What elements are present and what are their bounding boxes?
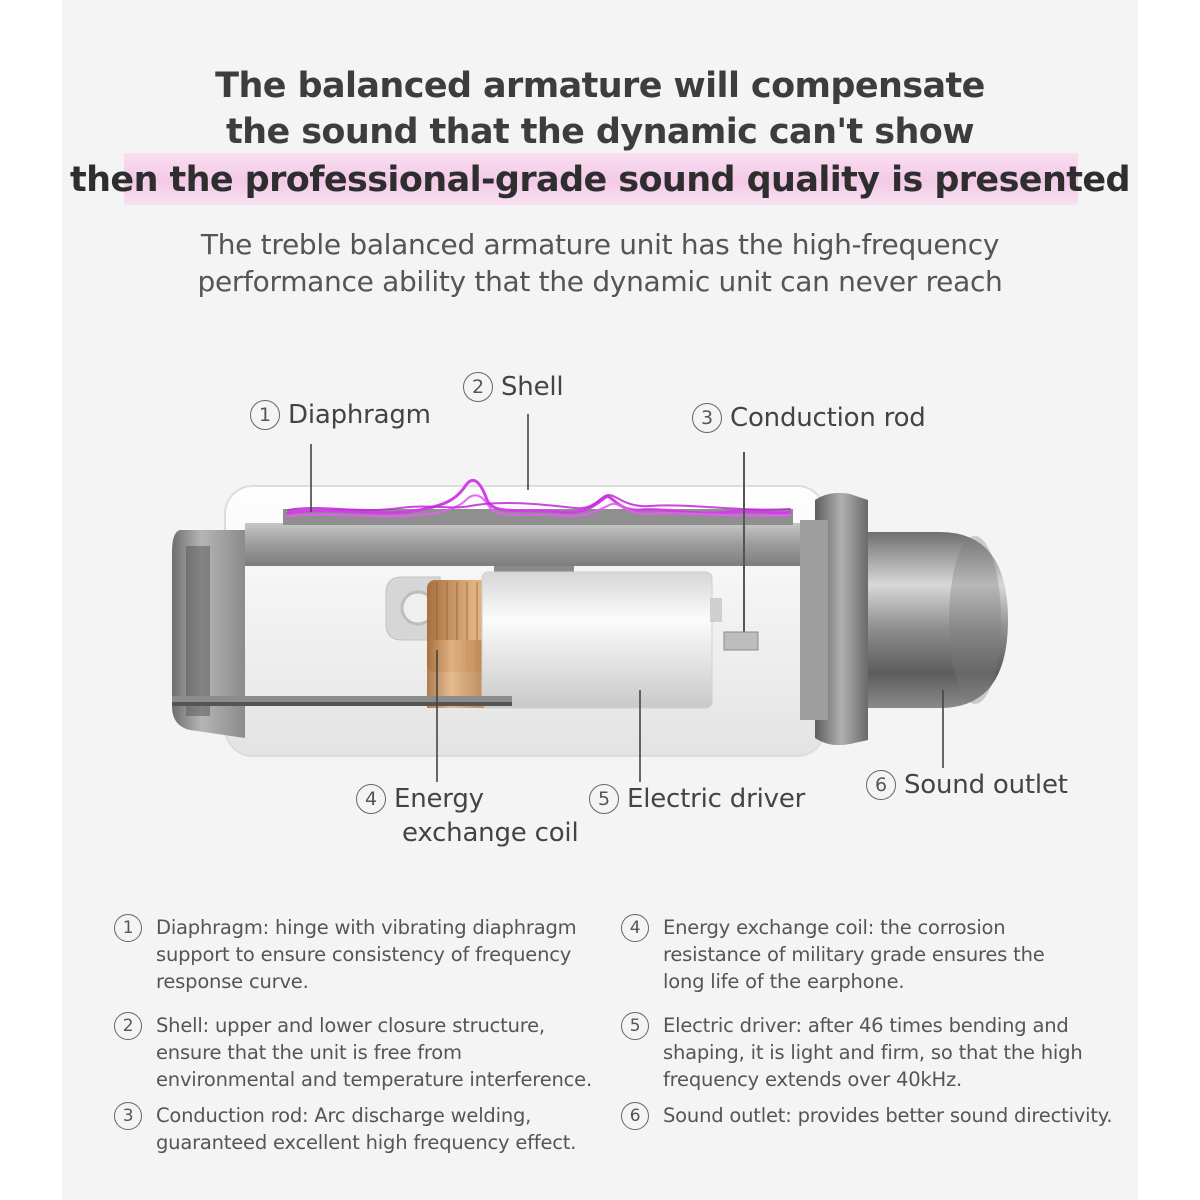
- headline-line-1: The balanced armature will compensate: [215, 66, 985, 106]
- vibration-waves: [286, 478, 792, 518]
- headline-highlight: [124, 153, 1078, 205]
- headline-line-3: then the professional-grade sound qualit…: [69, 160, 1131, 200]
- conduction-rod: [723, 631, 759, 651]
- headline-line-2: the sound that the dynamic can't show: [226, 112, 975, 152]
- diaphragm-plate: [245, 523, 812, 566]
- callout-energy-exchange-coil-line2: exchange coil: [402, 818, 579, 848]
- nozzle-flange: [815, 492, 868, 746]
- electric-driver: [481, 571, 713, 709]
- subheadline-line-2: performance ability that the dynamic uni…: [197, 265, 1003, 298]
- subheadline-line-1: The treble balanced armature unit has th…: [200, 228, 1000, 261]
- sound-outlet-nozzle: [868, 532, 1008, 708]
